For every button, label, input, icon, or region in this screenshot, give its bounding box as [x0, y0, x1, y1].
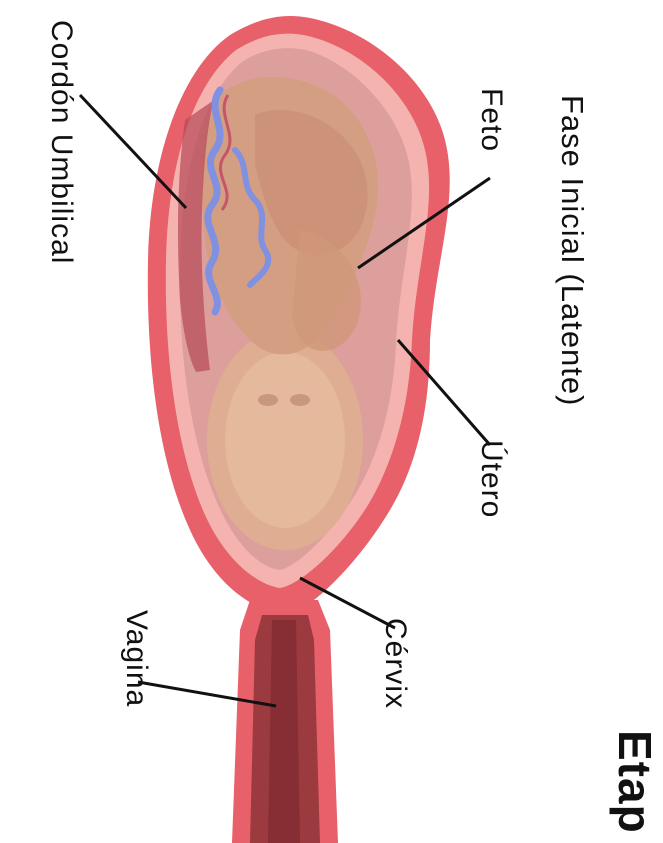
label-vagina: Vagina	[119, 610, 153, 707]
label-fetus: Feto	[474, 88, 508, 152]
fetus-eye	[258, 394, 278, 406]
title-heading: Etap	[608, 730, 662, 834]
label-uterus: Útero	[474, 440, 508, 518]
label-cervix: Cérvix	[378, 618, 412, 709]
vagina-shadow	[268, 620, 300, 843]
vagina-canal	[232, 600, 338, 843]
fetus-head-highlight	[225, 352, 345, 528]
fetus-eye	[290, 394, 310, 406]
stage-subtitle: Fase Inicial (Latente)	[554, 95, 590, 406]
label-umbilical-cord: Cordón Umbilical	[44, 20, 78, 264]
